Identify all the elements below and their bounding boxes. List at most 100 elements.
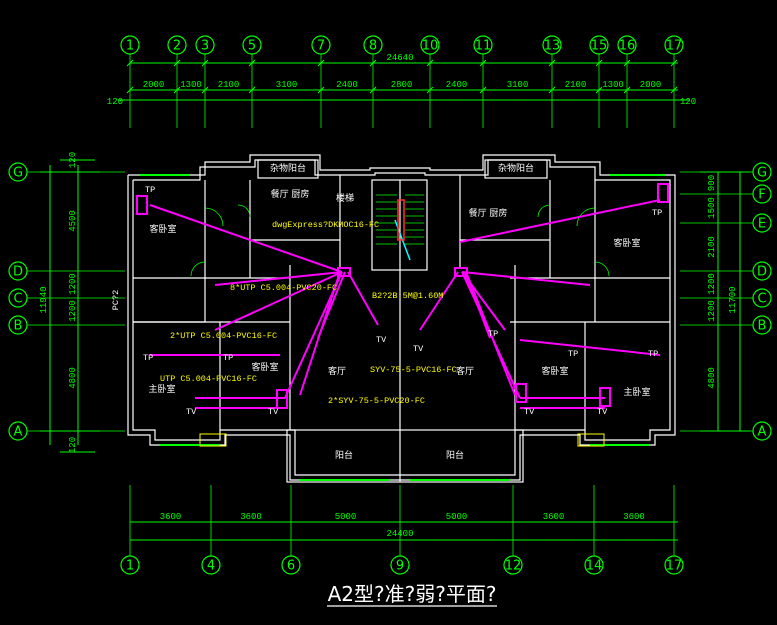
- room-balcony-mixed-left: 杂物阳台: [270, 162, 306, 174]
- room-balcony-mixed-right: 杂物阳台: [498, 162, 534, 174]
- top-segment-label: 2100: [218, 80, 240, 90]
- axis-bubble-bottom-14-label: 14: [586, 559, 603, 574]
- tv-marker: TV: [597, 407, 608, 417]
- tp-marker: TP: [223, 353, 233, 363]
- wiring-runs: [149, 199, 661, 409]
- room-labels: 杂物阳台 杂物阳台 餐厅 厨房 餐厅 厨房 楼梯 客卧室 客卧室 客卧室 客卧室…: [148, 162, 650, 461]
- left-total-dimension: 11940: [39, 286, 49, 313]
- outlet-box-left-bed: [276, 389, 288, 409]
- room-guest-right-top: 客卧室: [613, 237, 640, 249]
- axis-bubble-right-B-label: B: [758, 319, 767, 334]
- left-segment-label: 4800: [68, 367, 78, 389]
- left-segment-label: 120: [68, 437, 78, 453]
- axis-bubble-left-G-label: G: [13, 166, 23, 181]
- axis-bubble-top-8-label: 8: [369, 39, 377, 54]
- junction-boxes: [136, 183, 669, 409]
- distribution-box-left: [337, 267, 351, 277]
- right-segment-label: 1200: [707, 300, 717, 322]
- cabinet-right: [577, 433, 605, 447]
- tp-marker: TP: [143, 353, 153, 363]
- axis-bubble-top-16: 16: [617, 35, 637, 55]
- label-pc2: PC?2: [111, 290, 121, 310]
- axis-bubble-top-3-label: 3: [201, 39, 209, 54]
- top-segment-label: 2000: [143, 80, 165, 90]
- room-master-left: 主卧室: [148, 383, 175, 395]
- axis-bubble-top-16-label: 16: [619, 39, 636, 54]
- tv-marker: TV: [524, 407, 535, 417]
- bottom-segment-label: 3600: [623, 512, 645, 522]
- room-balcony-left: 阳台: [335, 449, 353, 461]
- left-segment-label: 1200: [68, 273, 78, 295]
- room-stair: 楼梯: [336, 192, 354, 204]
- axis-bubble-right-C-label: C: [757, 292, 766, 307]
- axis-bubble-bottom-17-label: 17: [666, 559, 683, 574]
- right-segment-label: 1200: [707, 273, 717, 295]
- outlet-box-left-top: [136, 195, 148, 215]
- label-utp-pvc20: 8*UTP C5.004-PVC20-FC: [230, 283, 337, 293]
- axis-bubble-left-A-label: A: [14, 425, 23, 440]
- label-sv: B2?2B.5M@1.60M: [372, 291, 443, 301]
- label-syv-pvc20: 2*SYV-75-5-PVC20-FC: [328, 396, 425, 406]
- tp-marker: TP: [568, 349, 578, 359]
- axis-bubble-bottom-14: 14: [584, 555, 604, 575]
- room-guest-right-bottom: 客卧室: [541, 365, 568, 377]
- axis-bubble-top-1-label: 1: [126, 39, 134, 54]
- cabinet-left: [199, 433, 227, 447]
- left-segment-label: 1200: [68, 300, 78, 322]
- right-segment-labels: 900 1500 2100 1200 1200 4800: [707, 175, 717, 389]
- axis-bubble-top-11: 11: [473, 35, 493, 55]
- bottom-segment-label: 3600: [160, 512, 182, 522]
- axis-bubble-bottom-1-label: 1: [126, 559, 134, 574]
- axis-bubble-right-D-label: D: [757, 265, 767, 280]
- axis-bubble-bottom-12: 12: [503, 555, 523, 575]
- tv-marker: TV: [186, 407, 197, 417]
- axis-bubble-right-G-label: G: [757, 166, 767, 181]
- label-dwg-express: dwgExpress?DKMOC16-FC: [272, 220, 379, 230]
- room-balcony-right: 阳台: [446, 449, 464, 461]
- right-total-dimension: 11700: [728, 286, 738, 313]
- top-segment-label: 2400: [336, 80, 358, 90]
- axis-bubble-left-C-label: C: [13, 292, 22, 307]
- top-segment-label: 3100: [507, 80, 529, 90]
- axis-bubble-top-13-label: 13: [544, 39, 561, 54]
- label-utp-pvc16-lower: UTP C5.004-PVC16-FC: [160, 374, 257, 384]
- axis-bubble-left-D-label: D: [13, 265, 23, 280]
- room-master-right: 主卧室: [623, 386, 650, 398]
- tp-marker: TP: [652, 208, 662, 218]
- outlet-box-right-top: [657, 183, 669, 203]
- stair-column: [397, 199, 405, 241]
- axis-bubble-top-10: 10: [420, 35, 440, 55]
- axis-bubble-right-E-label: E: [758, 217, 766, 232]
- outlet-box-right-master: [599, 387, 611, 407]
- left-segment-label: 4500: [68, 210, 78, 232]
- bottom-segment-label: 5000: [446, 512, 468, 522]
- tp-marker: TP: [488, 329, 498, 339]
- tv-marker: TV: [376, 335, 387, 345]
- top-segment-label: 2400: [446, 80, 468, 90]
- tp-marker: TP: [145, 185, 155, 195]
- axis-bubble-top-7-label: 7: [317, 39, 325, 54]
- top-offset-left: 120: [107, 97, 123, 107]
- right-segment-label: 2100: [707, 236, 717, 258]
- building-walls: [127, 154, 676, 483]
- axis-bubble-right-F-label: F: [758, 188, 765, 203]
- axis-bubble-top-15-label: 15: [591, 39, 608, 54]
- axis-bubble-top-17-label: 17: [666, 39, 683, 54]
- bottom-segment-label: 5000: [335, 512, 357, 522]
- window-bands: [140, 174, 665, 481]
- left-segment-label: 120: [68, 152, 78, 168]
- right-segment-label: 900: [707, 175, 717, 191]
- right-segment-label: 1500: [707, 197, 717, 219]
- room-guest-left-top: 客卧室: [149, 223, 176, 235]
- right-segment-label: 4800: [707, 367, 717, 389]
- axis-bubble-top-13: 13: [542, 35, 562, 55]
- door-arcs: [190, 204, 610, 277]
- top-segment-label: 2800: [391, 80, 413, 90]
- axis-bubble-top-5-label: 5: [248, 39, 256, 54]
